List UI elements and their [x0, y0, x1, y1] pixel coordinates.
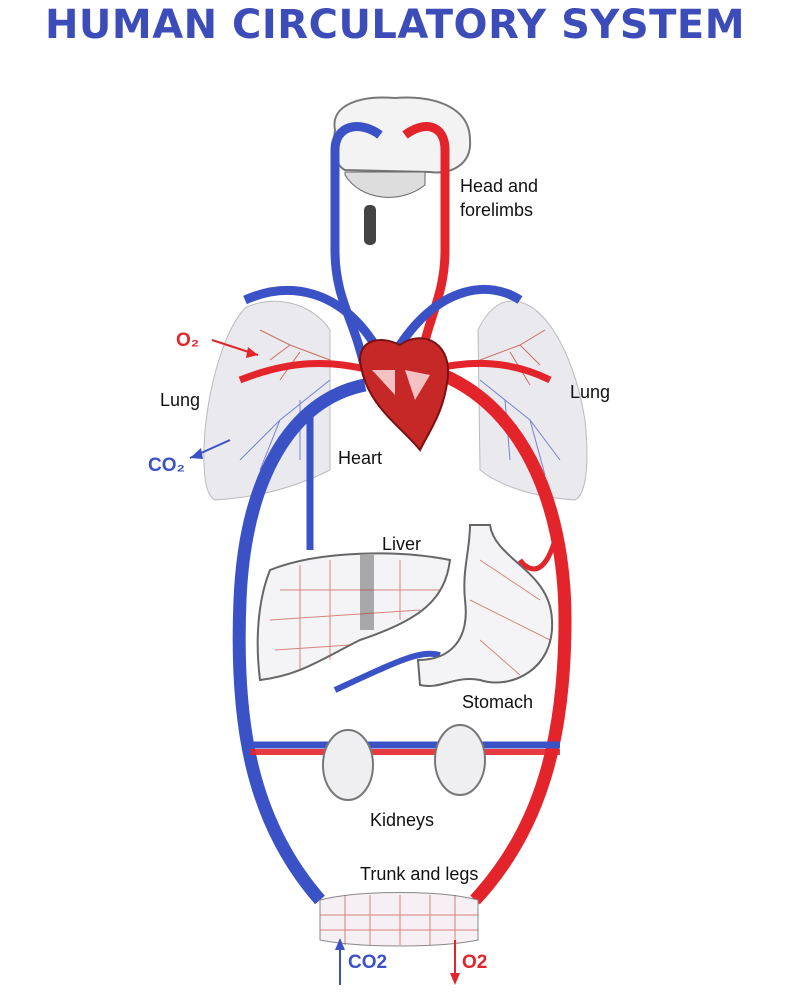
label-trunk: Trunk and legs	[360, 864, 479, 884]
label-lung-right: Lung	[570, 382, 611, 402]
brain	[332, 96, 472, 174]
label-lung-left: Lung	[160, 390, 201, 410]
label-heart: Heart	[338, 448, 383, 468]
aorta	[427, 363, 572, 905]
o2-in-arrow	[211, 339, 259, 358]
label-o2-lung: O₂	[176, 330, 200, 351]
pulmonary-artery-left	[243, 286, 379, 348]
label-co2-bottom: CO2	[348, 952, 388, 973]
pulmonary-vein-left	[238, 359, 371, 384]
vena-cava	[232, 378, 367, 905]
label-liver: Liver	[382, 534, 422, 554]
diagram-title: HUMAN CIRCULATORY SYSTEM	[44, 2, 746, 48]
left-kidney	[322, 729, 374, 801]
label-head-line2: forelimbs	[460, 200, 534, 220]
label-o2-bottom: O2	[462, 952, 488, 973]
head-vein	[330, 122, 383, 371]
head-artery	[402, 122, 450, 371]
label-kidneys: Kidneys	[370, 810, 435, 830]
label-stomach: Stomach	[462, 692, 534, 712]
o2-bottom-arrow	[450, 940, 460, 985]
stomach	[416, 524, 554, 687]
brainstem	[364, 205, 376, 245]
co2-out-arrow	[189, 439, 231, 459]
co2-bottom-arrow	[335, 938, 345, 985]
left-lung	[203, 300, 331, 501]
label-head-line1: Head and	[460, 176, 539, 196]
right-kidney	[434, 724, 486, 796]
heart	[358, 337, 450, 452]
label-co2-lung: CO₂	[148, 455, 185, 476]
pulmonary-artery-right	[396, 285, 523, 348]
trunk-capillary-bed	[319, 892, 479, 947]
